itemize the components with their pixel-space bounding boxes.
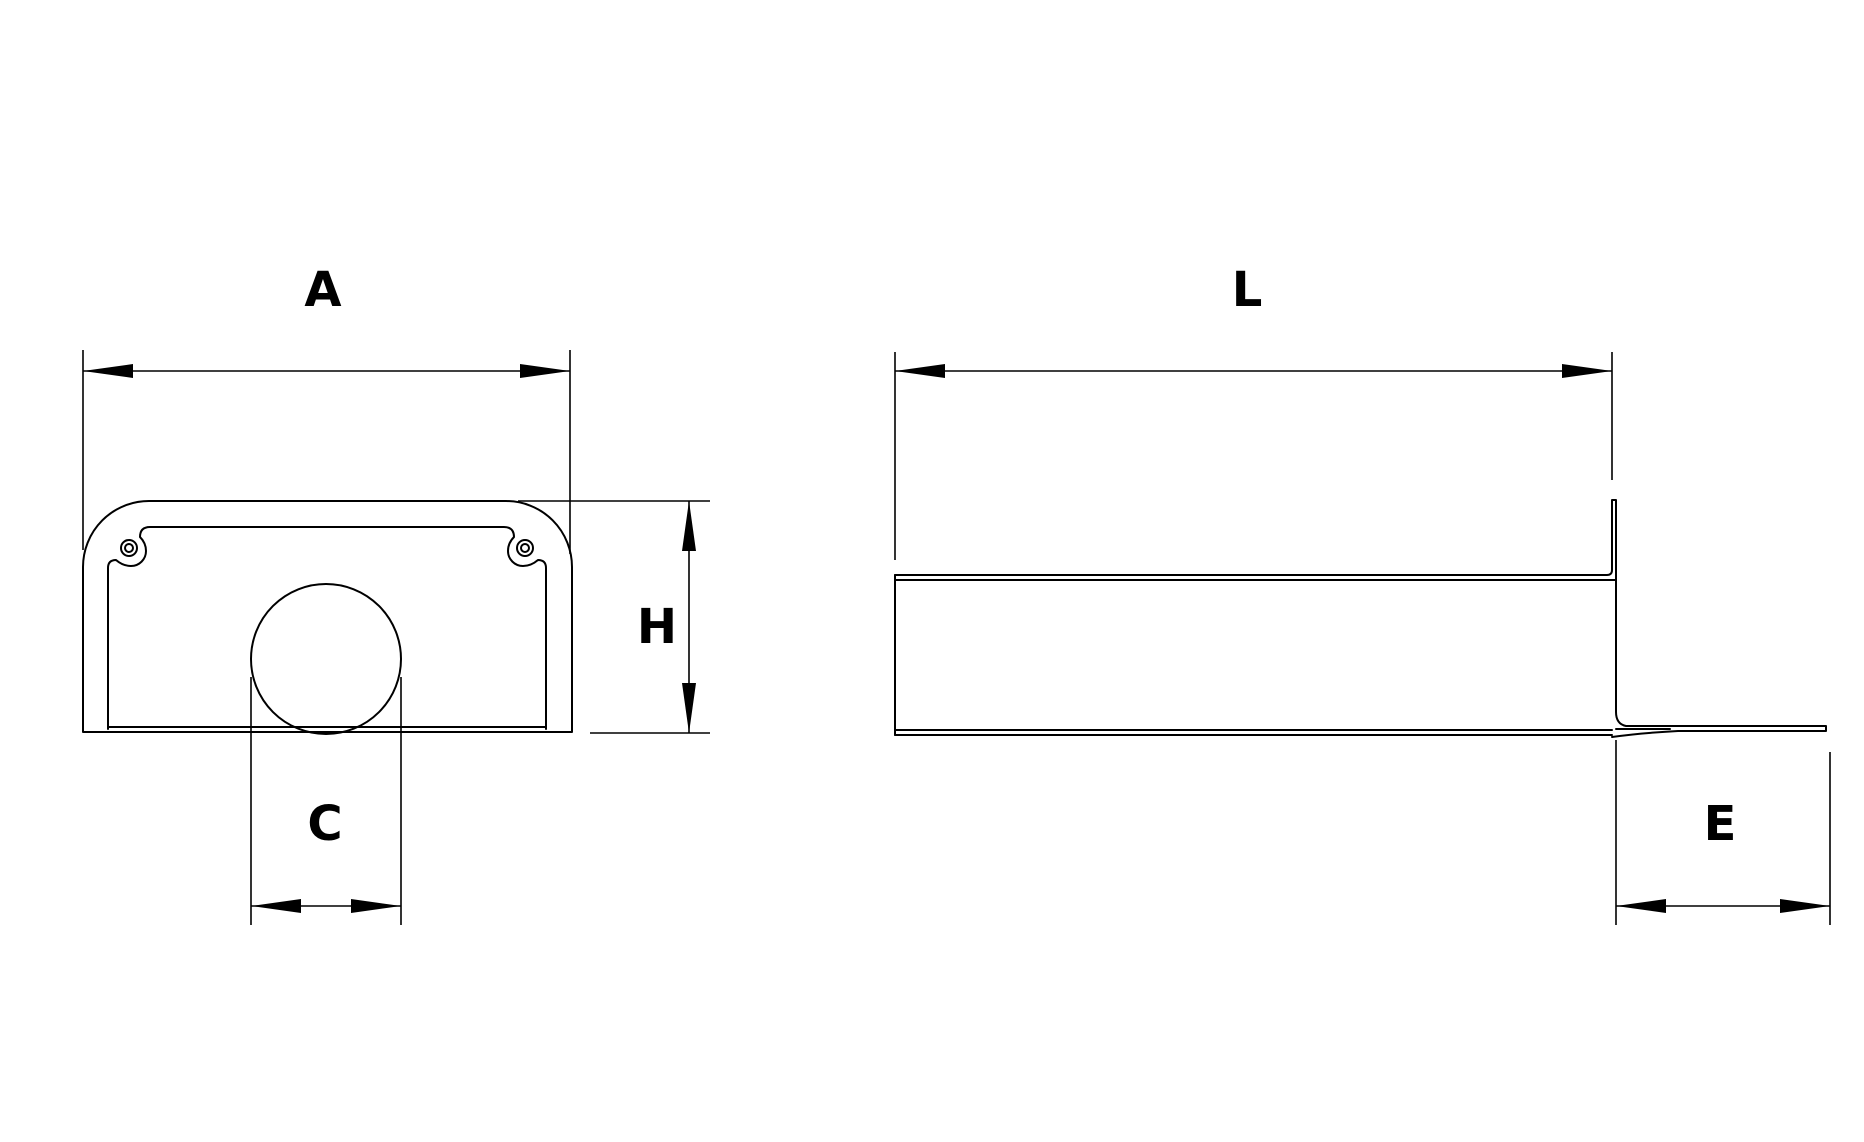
dimension-label-e: E xyxy=(1704,796,1737,852)
outlet-pipe xyxy=(250,583,402,735)
front-view xyxy=(82,500,573,735)
front-outer-profile xyxy=(82,500,573,733)
dimension-label-c: C xyxy=(307,796,342,852)
side-rear-lip xyxy=(1611,579,1827,738)
dimension-label-l: L xyxy=(1232,262,1263,318)
screw-hole-icon xyxy=(120,539,138,557)
side-body xyxy=(894,499,1617,581)
dimension-label-a: A xyxy=(304,262,341,318)
front-inner-profile xyxy=(107,526,547,730)
side-view xyxy=(894,499,1827,738)
screw-hole-icon xyxy=(516,539,534,557)
dimension-lines xyxy=(82,350,1831,925)
dimension-label-h: H xyxy=(637,599,677,655)
